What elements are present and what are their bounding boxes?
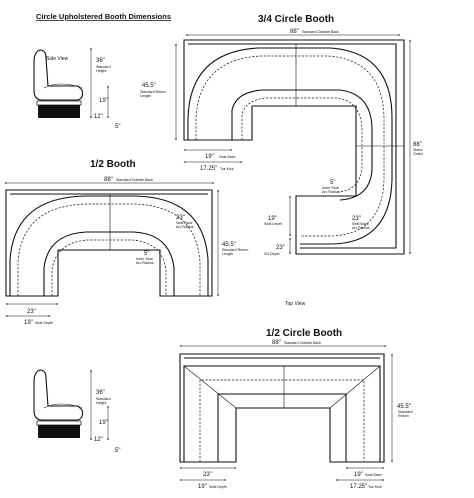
height-note-1: Standard: [96, 65, 111, 69]
half-seat-back-arc: [9, 195, 209, 296]
half-seat-back-note-2: Arc Radius: [176, 225, 194, 229]
half-seat-back-value: 23": [176, 215, 185, 221]
half-seat-depth-value: 19": [24, 320, 33, 326]
half-bottom-value: 23": [27, 309, 36, 315]
seat-base-strip: [36, 100, 82, 106]
seat-back-value: 23": [352, 216, 361, 222]
half-circle-seat-depth-value: 19": [198, 484, 207, 490]
half-outline: [5, 189, 213, 297]
seat-depth-value: 19": [268, 216, 277, 222]
half-circle-outside-back-note: Standard Outside Back: [284, 341, 321, 345]
half-inner-radius-note-1: Inner Seat: [136, 257, 153, 261]
half-circle-seat-base-note: Seat Base: [365, 473, 382, 477]
half-circle-seat-edge: [217, 393, 347, 462]
height-note-2-bottom: Height: [96, 401, 106, 405]
booth-outline: [183, 39, 405, 255]
half-circle-seat-dashed: [199, 379, 365, 462]
return-note-1: Standard Return: [140, 90, 166, 94]
seat-back-arc: [187, 47, 393, 245]
right-height-note-2: Outsd: [413, 152, 423, 156]
seat-height-value: 19": [99, 98, 108, 104]
half-inner-arc: [43, 231, 175, 296]
height-note-1-bottom: Standard: [96, 397, 111, 401]
right-height-value: 88": [413, 142, 422, 148]
return-note-2: Length: [140, 94, 151, 98]
half-seat-depth-note: Seat Depth: [35, 321, 53, 325]
seat-height-value-bottom: 19": [99, 420, 108, 426]
back-height-value: 12": [94, 114, 103, 120]
side-view-label: Side View: [46, 56, 69, 62]
inner-radius-value: 5": [330, 180, 335, 186]
half-circle-booth: 1/2 Circle Booth 88" Standard Outside Ba…: [179, 328, 413, 490]
depth-value: 23": [276, 245, 285, 251]
half-return-note-2: Length: [222, 252, 233, 256]
half-booth: 1/2 Booth 88" Standard Outside Back 23" …: [4, 159, 248, 326]
half-title: 1/2 Booth: [90, 159, 136, 170]
half-circle-return-value: 45.5": [397, 404, 411, 410]
half-return-note-1: Standard Return: [222, 248, 248, 252]
depth-note: 3/4 Depth: [264, 252, 280, 256]
seat-base-value: 19": [205, 154, 214, 160]
seat-back-note-1: Seat Back: [352, 222, 369, 226]
half-circle-outside-back-value: 88": [272, 340, 281, 346]
height-note-2: Height: [96, 69, 106, 73]
half-seat-back-note-1: Seat Back: [176, 221, 193, 225]
seat-cushion-line: [43, 83, 83, 89]
inner-radius-note-1: Inner Seat: [322, 186, 339, 190]
toe-kick-value: 17.25": [200, 166, 217, 172]
booth-side-profile-bottom: [33, 369, 84, 421]
toe-kick-note: Toe Kick: [220, 167, 234, 171]
half-circle-bottom-value: 23": [203, 472, 212, 478]
kick-value: 5": [115, 124, 120, 130]
half-circle-seat-depth-note: Seat Depth: [209, 485, 227, 489]
top-view-label: Top View: [285, 301, 306, 307]
half-inner-radius-note-2: Arc Radius: [136, 261, 154, 265]
seat-depth-note: Seat Depth: [264, 222, 282, 226]
seat-cushion-line-bottom: [43, 403, 83, 409]
half-circle-return-note-2: Return: [398, 414, 409, 418]
three-quarter-booth: 3/4 Circle Booth 88" Standard Outside Ba…: [140, 14, 423, 256]
half-inner-dashed: [51, 239, 167, 296]
page-title: Circle Upholstered Booth Dimensions: [36, 12, 171, 21]
half-circle-seat-base-value: 19": [354, 472, 363, 478]
outside-back-value: 88": [290, 29, 299, 35]
half-outside-back-note: Standard Outside Back: [116, 178, 153, 182]
kick-value-bottom: 5": [115, 448, 120, 454]
outside-back-note: Standard Outside Back: [302, 30, 339, 34]
height-value: 36": [96, 58, 105, 64]
back-height-value-bottom: 12": [94, 437, 103, 443]
half-circle-title: 1/2 Circle Booth: [266, 328, 342, 339]
seat-base-note: Seat Base: [219, 155, 236, 159]
toe-kick-block: [38, 105, 80, 118]
booth-side-profile: [33, 49, 84, 101]
return-length-value: 45.5": [142, 83, 156, 89]
corner-line-right: [329, 365, 381, 409]
side-view-top: Side View 36" Standard Height 19" 12" 5": [33, 47, 120, 130]
inner-seat-arc: [231, 89, 373, 201]
corner-line-left: [183, 365, 237, 409]
half-outside-back-value: 88": [104, 177, 113, 183]
half-circle-outline: [179, 353, 385, 463]
half-circle-toe-kick-note: Toe Kick: [368, 485, 382, 489]
seat-edge-dashed: [195, 55, 385, 237]
half-circle-back-inner: [183, 365, 381, 462]
inner-radius-note-2: Arc Radius: [322, 190, 340, 194]
seat-back-note-2: Arc Radius: [352, 226, 370, 230]
three-quarter-title: 3/4 Circle Booth: [258, 14, 334, 25]
side-view-bottom: 36" Standard Height 19" 12" 5": [33, 369, 120, 454]
half-return-value: 45.5": [222, 242, 236, 248]
half-circle-toe-kick-value: 17.25": [350, 484, 367, 490]
half-circle-return-note-1: Standard: [398, 410, 413, 414]
right-height-note-1: Stand: [413, 148, 422, 152]
half-inner-radius-value: 5": [144, 251, 149, 257]
inner-seat-dashed: [241, 97, 363, 193]
seat-base-strip-bottom: [36, 420, 82, 426]
height-value-bottom: 36": [96, 390, 105, 396]
toe-kick-block-bottom: [38, 425, 80, 438]
